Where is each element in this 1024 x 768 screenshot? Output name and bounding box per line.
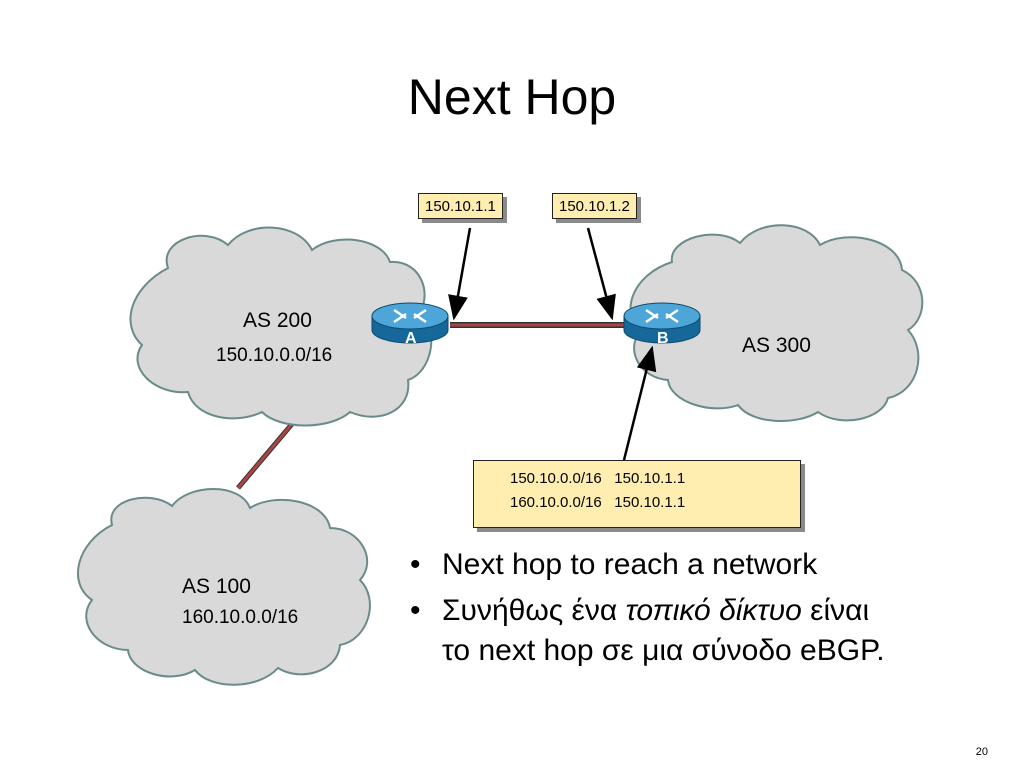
bullet-text-rest: είναι [801,594,870,627]
as100-name: AS 100 [182,575,251,598]
routing-table: 150.10.0.0/16 150.10.1.1 160.10.0.0/16 1… [473,460,801,528]
route-next-hop: 150.10.1.1 [614,494,686,511]
arrow-ip-a [448,227,472,321]
router-b-icon [623,302,701,344]
as200-network: 150.10.0.0/16 [216,345,333,366]
cloud-as200 [129,226,433,427]
as100-network: 160.10.0.0/16 [182,607,299,628]
as200-name: AS 200 [243,309,312,332]
slide-title: Next Hop [407,69,617,125]
routing-table-row: 150.10.0.0/16 150.10.1.1 [510,467,800,491]
bullet-marker: • [410,594,421,627]
arrow-table-b [622,345,657,461]
route-next-hop: 150.10.1.1 [614,470,686,487]
as300-name: AS 300 [742,334,811,357]
arrow-ip-b [586,227,616,321]
page-number: 20 [975,746,988,758]
route-network: 160.10.0.0/16 [510,494,602,511]
ip-label-b: 150.10.1.2 [552,193,637,219]
link-as200-as100 [236,422,294,490]
routing-table-row: 160.10.0.0/16 150.10.1.1 [510,491,800,515]
cloud-as100 [76,488,371,686]
bullet-text-line2: το next hop σε μια σύνοδο eBGP. [442,634,885,667]
router-b-label: B [657,330,669,347]
bullet-marker: • [410,548,421,581]
bullet-text: Next hop to reach a network [442,548,818,581]
ip-label-a: 150.10.1.1 [418,193,503,219]
bullet-list: • Next hop to reach a network • Συνήθως … [410,545,1010,677]
bullet-text-italic: τοπικό δίκτυο [625,594,802,627]
bullet-item: • Next hop to reach a network [410,545,1010,585]
bullet-text-prefix: Συνήθως ένα [442,594,626,627]
router-a-label: A [405,330,417,347]
route-network: 150.10.0.0/16 [510,470,602,487]
router-a-icon [371,302,449,344]
bullet-item: • Συνήθως ένα τοπικό δίκτυο είναι το nex… [410,591,1010,671]
